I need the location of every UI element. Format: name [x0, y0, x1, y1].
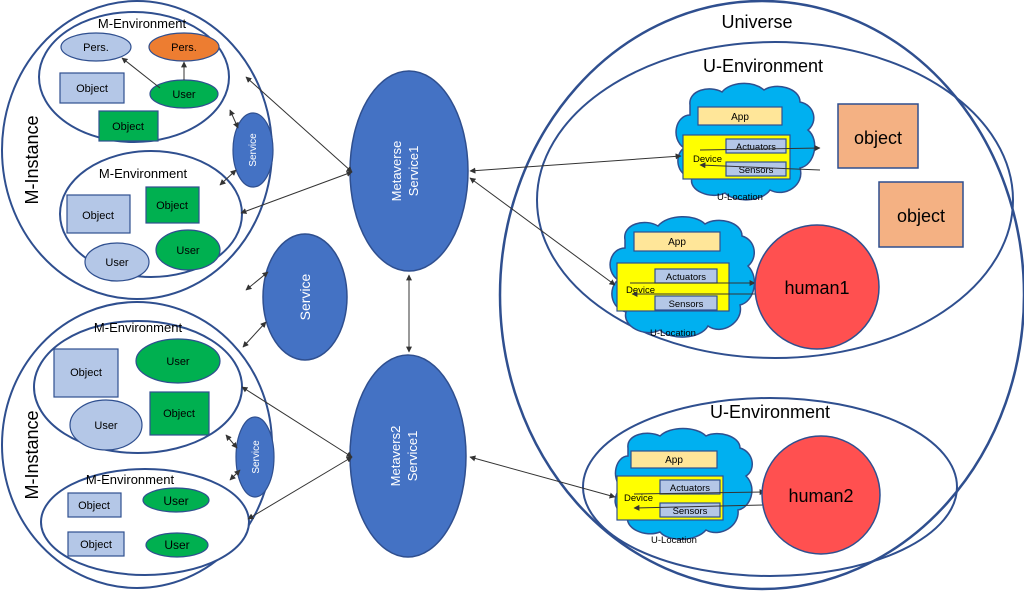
user-label: User [172, 89, 196, 101]
object-label: Object [70, 367, 102, 379]
sensors-label: Sensors [673, 506, 708, 517]
object-label: Object [82, 210, 114, 222]
object-label: Object [112, 121, 144, 133]
metaverse2-line1: Metavers2 [388, 426, 403, 487]
service-label: Service [248, 133, 259, 167]
user-label: User [166, 356, 190, 368]
app-label: App [665, 455, 683, 466]
u-location-3: App Device Actuators Sensors U-Location [614, 427, 766, 546]
user-label: User [105, 257, 129, 269]
user-label: User [164, 538, 189, 552]
pers-label: Pers. [83, 42, 109, 54]
metavers2-service1: Metavers2 Service1 [349, 354, 467, 558]
object-label: Object [76, 83, 108, 95]
service-center: Service [262, 233, 348, 361]
m-environment-title: M-Environment [94, 320, 183, 335]
app-label: App [668, 237, 686, 248]
object-label: Object [156, 200, 188, 212]
object-label: Object [80, 539, 112, 551]
u-location-2: App Device Actuators Sensors U-Location [609, 216, 756, 339]
device-label: Device [693, 154, 722, 165]
pers-label: Pers. [171, 42, 197, 54]
m-environment-title: M-Environment [99, 166, 188, 181]
service-label: Service [297, 273, 313, 320]
device-label: Device [624, 493, 653, 504]
actuators-label: Actuators [666, 272, 706, 283]
u-object-1: object [837, 103, 919, 169]
u-location-label: U-Location [717, 192, 763, 203]
u-location-1: App Device Actuators Sensors U-Location [675, 82, 821, 203]
m-instance-label: M-Instance [22, 410, 42, 499]
u-location-label: U-Location [651, 535, 697, 546]
metaverse-service1: Metaverse Service1 [349, 70, 469, 272]
m-environment-title: M-Environment [86, 472, 175, 487]
metaverse1-line1: Metaverse [389, 141, 404, 202]
user-label: User [94, 420, 118, 432]
service-label: Service [251, 440, 262, 474]
connectors [219, 76, 682, 520]
object-label: Object [163, 408, 195, 420]
actuators-label: Actuators [736, 142, 776, 153]
actuators-label: Actuators [670, 483, 710, 494]
object-label: Object [78, 500, 110, 512]
object-label: object [854, 128, 902, 148]
m-environment-title: M-Environment [98, 16, 187, 31]
human2: human2 [761, 435, 881, 555]
object-label: object [897, 206, 945, 226]
human2-label: human2 [788, 486, 853, 506]
u-object-2: object [878, 181, 964, 248]
metaverse1-line2: Service1 [406, 146, 421, 197]
u-environment-title: U-Environment [703, 56, 823, 76]
m-instance-top: M-Instance M-Environment Pers. Pers. Obj… [1, 0, 274, 300]
sensors-label: Sensors [669, 299, 704, 310]
u-location-label: U-Location [650, 328, 696, 339]
metaverse2-line2: Service1 [405, 431, 420, 482]
human1-label: human1 [784, 278, 849, 298]
app-label: App [731, 112, 749, 123]
m-instance-bottom: M-Instance M-Environment Object User Use… [1, 301, 275, 589]
user-label: User [176, 245, 200, 257]
device-label: Device [626, 285, 655, 296]
universe-title: Universe [721, 12, 792, 32]
m-instance-label: M-Instance [22, 115, 42, 204]
sensors-label: Sensors [739, 165, 774, 176]
user-label: User [163, 494, 188, 508]
u-environment-title: U-Environment [710, 402, 830, 422]
human1: human1 [754, 224, 880, 350]
